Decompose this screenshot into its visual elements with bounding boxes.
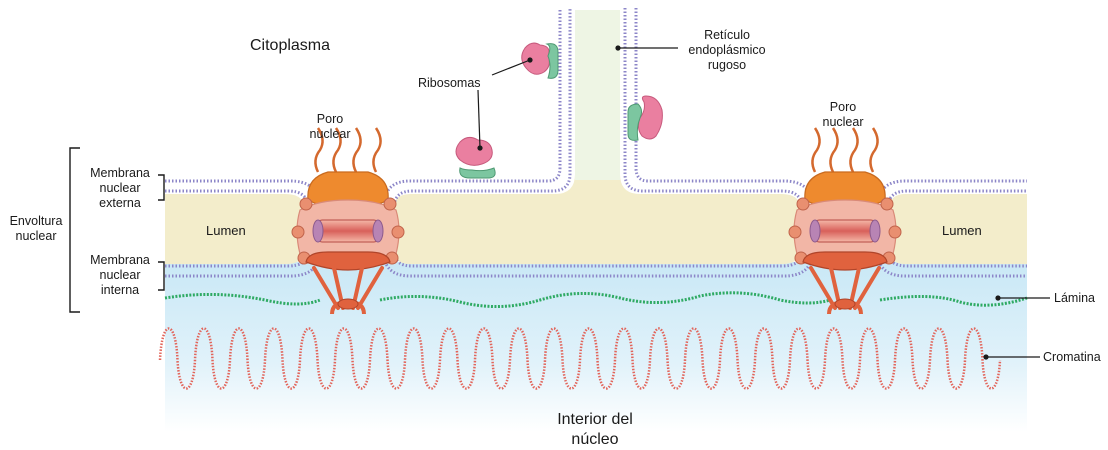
- lumen-left-label: Lumen: [206, 223, 246, 238]
- pore-channel-end-right: [870, 220, 880, 242]
- pore-left-label-line2: nuclear: [300, 127, 360, 142]
- pore-channel: [815, 220, 875, 242]
- rer-label-line1: Retículo: [682, 28, 772, 43]
- inner-membrane-label-line1: Membrana: [84, 253, 156, 268]
- ribosomes-label: Ribosomas: [418, 76, 481, 91]
- chromatin-label: Cromatina: [1043, 350, 1101, 365]
- pore-knob-4: [789, 226, 801, 238]
- pore-left-label-line1: Poro: [300, 112, 360, 127]
- rer-label-line2: endoplásmico: [682, 43, 772, 58]
- pore-right-label-line2: nuclear: [813, 115, 873, 130]
- ribosome-3: [628, 96, 662, 140]
- pore-filament-3: [373, 128, 380, 172]
- pore-knob-5: [889, 226, 901, 238]
- inner-membrane-label-line2: nuclear: [84, 268, 156, 283]
- ribosome-2: [456, 137, 495, 178]
- nucleus-interior-line1: Interior del: [530, 410, 660, 430]
- er-lumen-inner: [575, 10, 620, 180]
- outer-membrane-label-line2: nuclear: [84, 181, 156, 196]
- pore-knob-1: [384, 198, 396, 210]
- outer-membrane-label-line3: externa: [84, 196, 156, 211]
- lamina-label: Lámina: [1054, 291, 1095, 306]
- pore-channel-end-right: [373, 220, 383, 242]
- pore-right-label: Poro nuclear: [813, 100, 873, 130]
- pore-basket-cap: [835, 299, 855, 309]
- pore-right-label-line1: Poro: [813, 100, 873, 115]
- pore-filament-1: [830, 128, 837, 172]
- nucleus-interior-line2: núcleo: [530, 430, 660, 450]
- rer-label: Retículo endoplásmico rugoso: [682, 28, 772, 73]
- pore-channel: [318, 220, 378, 242]
- outer-membrane-label: Membrana nuclear externa: [84, 166, 156, 211]
- pore-channel-end-left: [313, 220, 323, 242]
- rer-label-line3: rugoso: [682, 58, 772, 73]
- pore-filament-0: [812, 128, 819, 172]
- pore-filament-3: [870, 128, 877, 172]
- lumen-right-label: Lumen: [942, 223, 982, 238]
- outer-membrane-label-line1: Membrana: [84, 166, 156, 181]
- inner-membrane-label: Membrana nuclear interna: [84, 253, 156, 298]
- pore-left-label: Poro nuclear: [300, 112, 360, 142]
- pore-filament-2: [850, 128, 857, 172]
- pore-knob-5: [392, 226, 404, 238]
- pore-knob-1: [881, 198, 893, 210]
- pore-knob-4: [292, 226, 304, 238]
- pore-channel-end-left: [810, 220, 820, 242]
- envelope-label-line2: nuclear: [4, 229, 68, 244]
- inner-membrane-label-line3: interna: [84, 283, 156, 298]
- pore-knob-0: [300, 198, 312, 210]
- envelope-label: Envoltura nuclear: [4, 214, 68, 244]
- cytoplasm-label: Citoplasma: [250, 36, 330, 56]
- pore-basket-cap: [338, 299, 358, 309]
- envelope-label-line1: Envoltura: [4, 214, 68, 229]
- pore-knob-0: [797, 198, 809, 210]
- nucleus-interior-label: Interior del núcleo: [530, 410, 660, 450]
